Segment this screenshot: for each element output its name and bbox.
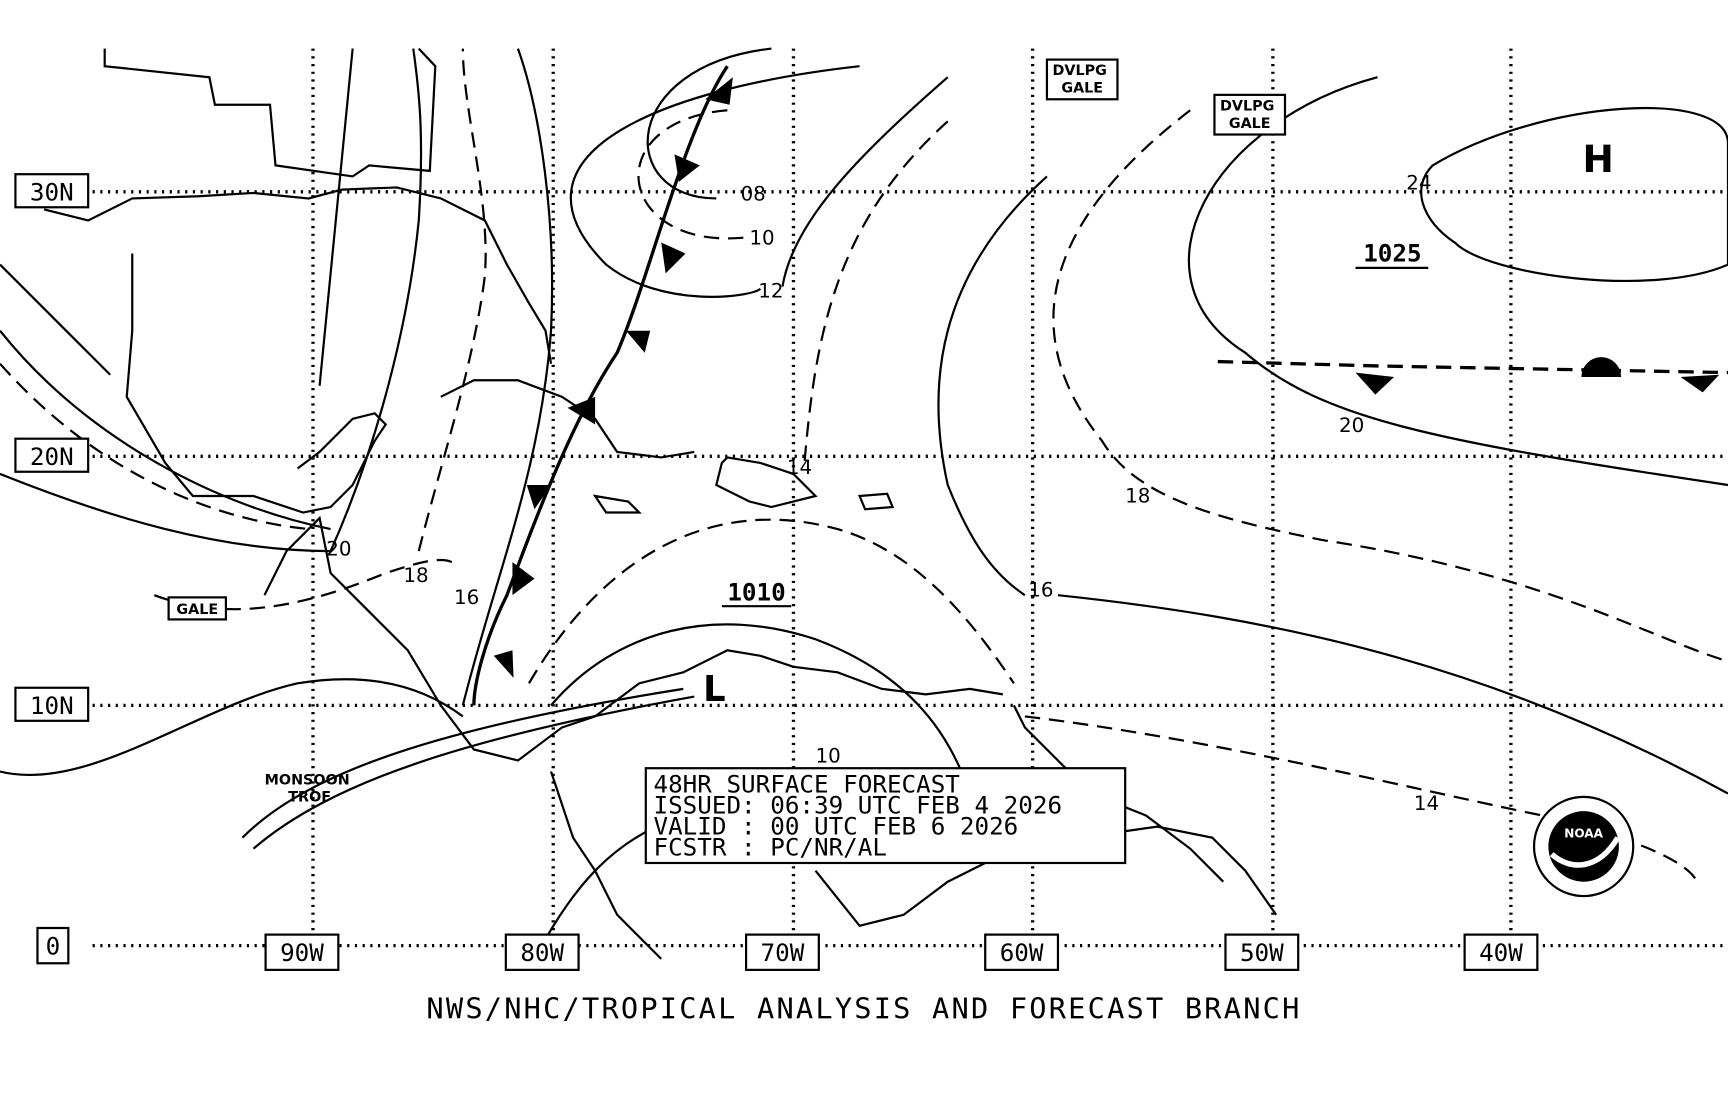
gale-warning-2: DVLPG GALE	[1213, 93, 1287, 136]
isobar-label: 20	[326, 538, 351, 561]
low-pressure-value: 1010	[727, 578, 785, 607]
monsoon-trough-label: MONSOON TROF	[265, 773, 355, 806]
isobar-label: 16	[1028, 578, 1053, 601]
svg-text:0: 0	[46, 931, 61, 960]
svg-text:10N: 10N	[30, 691, 74, 720]
isobar-label: 14	[787, 456, 812, 479]
product-title: 48HR SURFACE FORECAST	[654, 769, 961, 798]
isobars	[0, 47, 1728, 971]
isobar-labels: 08 10 12 14 24 20 18 20 18 16 16 14 10	[326, 172, 1439, 815]
warning-dvlpg-gale-text: DVLPG GALE	[1053, 63, 1112, 97]
svg-text:80W: 80W	[520, 938, 564, 967]
lat-lon-grid	[92, 48, 1728, 970]
footer-agency: NWS/NHC/TROPICAL ANALYSIS AND FORECAST B…	[426, 991, 1301, 1025]
issued-time: ISSUED: 06:39 UTC FEB 4 2026	[654, 790, 1063, 819]
forecast-info-box: 48HR SURFACE FORECAST ISSUED: 06:39 UTC …	[644, 767, 1127, 865]
cold-front	[472, 65, 733, 706]
warning-dvlpg-gale-text: DVLPG GALE	[1220, 98, 1279, 132]
isobar-label: 24	[1406, 172, 1431, 195]
svg-text:50W: 50W	[1240, 938, 1284, 967]
isobar-label: 08	[741, 183, 766, 206]
stationary-front	[1217, 357, 1728, 395]
isobar-label: 14	[1414, 792, 1439, 815]
noaa-logo: NOAA	[1532, 795, 1635, 898]
forecasters: FCSTR : PC/NR/AL	[654, 832, 887, 861]
svg-text:60W: 60W	[1000, 938, 1044, 967]
svg-text:70W: 70W	[761, 938, 805, 967]
isobar-label: 16	[454, 586, 479, 609]
longitude-labels: 90W 80W 70W 60W 50W 40W	[264, 933, 1539, 971]
svg-text:20N: 20N	[30, 442, 74, 471]
latitude-labels: 30N 20N 10N 0	[14, 173, 90, 965]
isobar-label: 12	[758, 280, 783, 303]
isobar-label: 18	[1125, 485, 1150, 508]
isobar-label: 10	[816, 745, 841, 768]
svg-text:NOAA: NOAA	[1564, 827, 1603, 841]
svg-text:40W: 40W	[1479, 938, 1523, 967]
valid-time: VALID : 00 UTC FEB 6 2026	[654, 811, 1019, 840]
svg-text:30N: 30N	[30, 178, 74, 207]
gale-warning-1: DVLPG GALE	[1045, 58, 1119, 101]
isobar-label: 10	[749, 227, 774, 250]
low-pressure-label: L	[703, 669, 725, 710]
gale-warning-3: GALE	[167, 596, 228, 621]
monsoon-trough-text: MONSOON TROF	[265, 773, 355, 806]
isobar-label: 20	[1339, 414, 1364, 437]
svg-text:90W: 90W	[280, 938, 324, 967]
svg-text:GALE: GALE	[176, 602, 218, 618]
high-pressure-label: H	[1583, 137, 1614, 181]
high-pressure-value: 1025	[1363, 238, 1421, 267]
isobar-label: 18	[403, 564, 428, 587]
